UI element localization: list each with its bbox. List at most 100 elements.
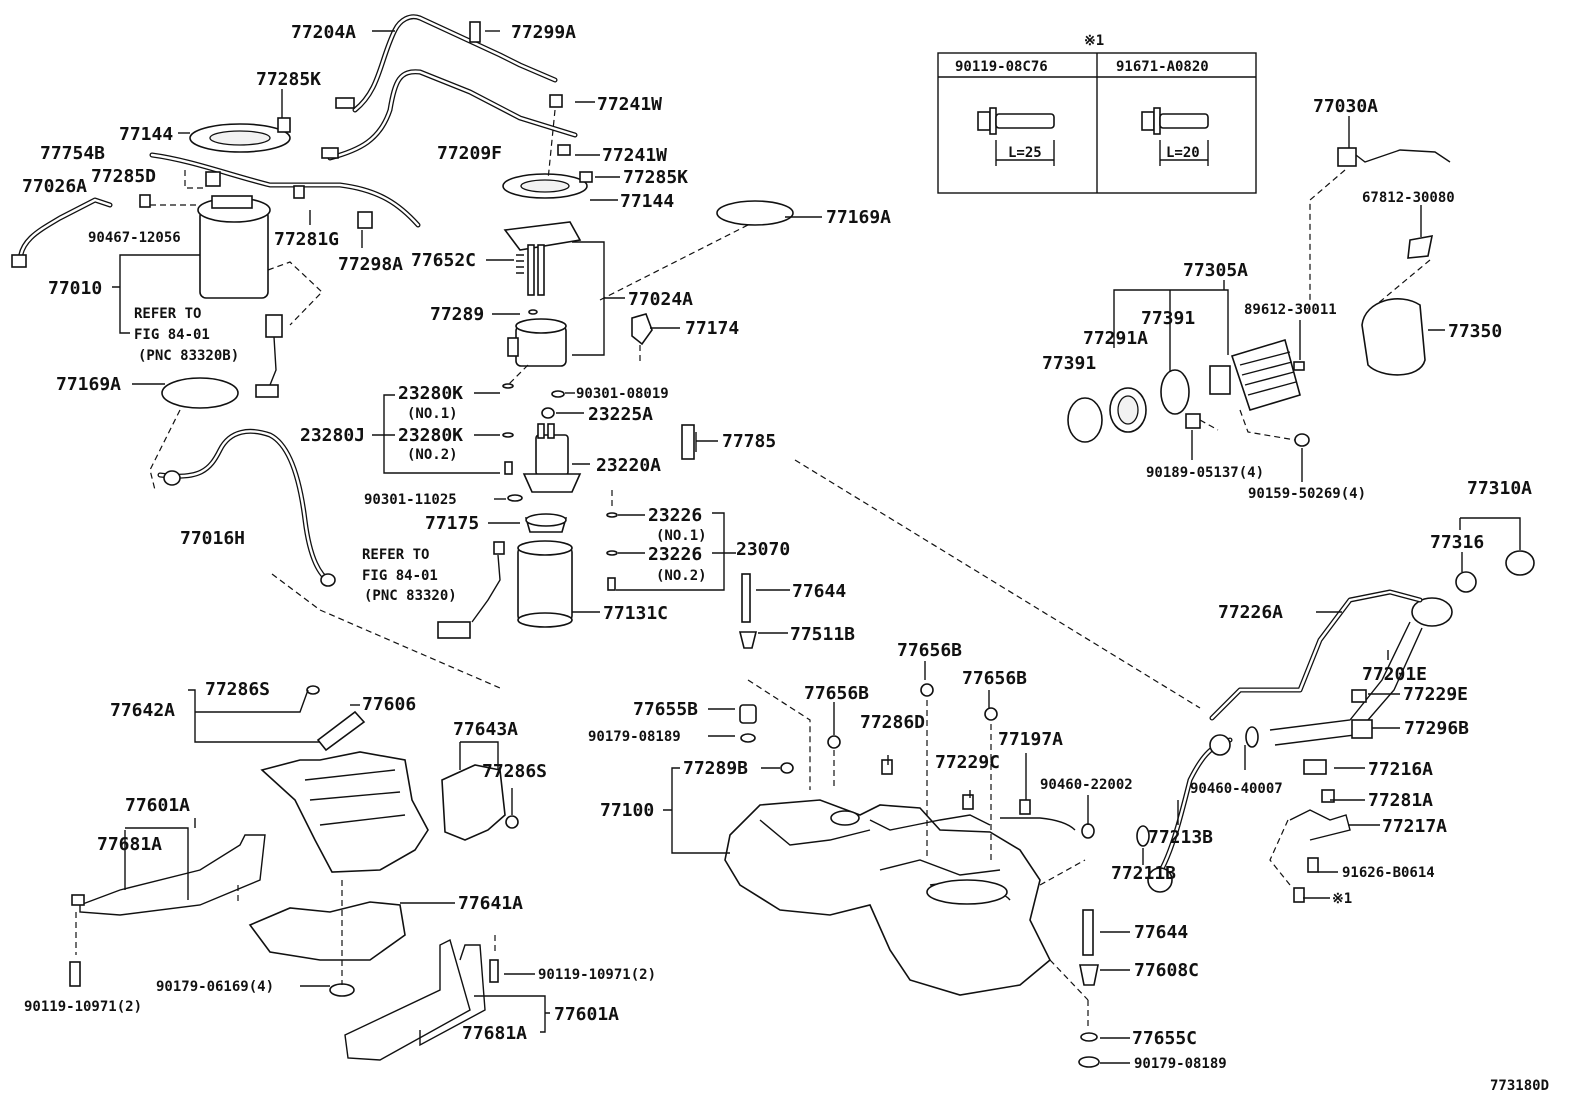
label-77511b: 77511B (790, 624, 855, 645)
label-77209f: 77209F (437, 143, 502, 164)
label-77174: 77174 (685, 318, 739, 339)
no1-note-b: (NO.1) (656, 528, 707, 544)
note-table-header-1: 90119-08C76 (955, 59, 1048, 75)
label-23280j: 23280J (300, 425, 365, 446)
label-77316: 77316 (1430, 532, 1484, 553)
label-77652c: 77652C (411, 250, 476, 271)
label-77030a: 77030A (1313, 96, 1378, 117)
label-23226-2: 23226 (648, 544, 702, 565)
refer-note-1-line-1: REFER TO (134, 306, 201, 322)
label-23220a: 23220A (596, 455, 661, 476)
label-77241w-1: 77241W (597, 94, 662, 115)
part-labels: 77204A 77299A 77285K 77241W 77144 77754B… (22, 22, 1549, 1094)
label-77026a: 77026A (22, 176, 87, 197)
label-77285d: 77285D (91, 166, 156, 187)
label-90119-10971-1: 90119-10971(2) (24, 999, 142, 1015)
label-77229e: 77229E (1403, 684, 1468, 705)
label-77655c: 77655C (1132, 1028, 1197, 1049)
label-77289b: 77289B (683, 758, 748, 779)
label-77608c: 77608C (1134, 960, 1199, 981)
gasket-77169a-right (716, 200, 794, 226)
label-77641a: 77641A (458, 893, 523, 914)
label-23280k-2: 23280K (398, 425, 463, 446)
label-23225a: 23225A (588, 404, 653, 425)
label-77299a: 77299A (511, 22, 576, 43)
label-77241w-2: 77241W (602, 145, 667, 166)
label-77281a: 77281A (1368, 790, 1433, 811)
label-77298a: 77298A (338, 254, 403, 275)
label-23280k-1: 23280K (398, 383, 463, 404)
label-77286s-2: 77286S (482, 761, 547, 782)
no1-note-a: (NO.1) (407, 406, 458, 422)
label-77785: 77785 (722, 431, 776, 452)
fuel-pump-assembly (271, 94, 758, 689)
label-90189-05137: 90189-05137(4) (1146, 465, 1264, 481)
label-77131c: 77131C (603, 603, 668, 624)
refer-note-1-line-2: FIG 84-01 (134, 327, 210, 343)
label-77644-1: 77644 (792, 581, 846, 602)
label-77606: 77606 (362, 694, 416, 715)
stud-bolt-20-icon (1141, 107, 1209, 166)
refer-note-2-line-2: FIG 84-01 (362, 568, 438, 584)
label-77291a: 77291A (1083, 328, 1148, 349)
label-77229c: 77229C (935, 752, 1000, 773)
label-77144-1: 77144 (119, 124, 173, 145)
label-77391-2: 77391 (1042, 353, 1096, 374)
gasket-77169a-left (161, 377, 239, 409)
label-77010: 77010 (48, 278, 102, 299)
figure-code: 773180D (1490, 1078, 1549, 1094)
no2-note-b: (NO.2) (656, 568, 707, 584)
fuel-lid-assembly (1067, 147, 1451, 447)
label-77286d: 77286D (860, 712, 925, 733)
label-23226-1: 23226 (648, 505, 702, 526)
fuel-lines-upper (11, 14, 578, 268)
label-77285k-2: 77285K (623, 167, 688, 188)
label-90460-22002: 90460-22002 (1040, 777, 1133, 793)
label-90179-06169: 90179-06169(4) (156, 979, 274, 995)
label-77175: 77175 (425, 513, 479, 534)
label-77226a: 77226A (1218, 602, 1283, 623)
label-77754b: 77754B (40, 143, 105, 164)
label-77213b: 77213B (1148, 827, 1213, 848)
note-table: ※1 90119-08C76 91671-A0820 L=25 L=20 (937, 33, 1257, 194)
label-77681a-1: 77681A (97, 834, 162, 855)
label-77211b: 77211B (1111, 863, 1176, 884)
fuel-tank (724, 679, 1100, 1068)
label-77305a: 77305A (1183, 260, 1248, 281)
label-90179-08189-1: 90179-08189 (588, 729, 681, 745)
label-77642a: 77642A (110, 700, 175, 721)
label-77391-1: 77391 (1141, 308, 1195, 329)
label-77216a: 77216A (1368, 759, 1433, 780)
label-77169a-2: 77169A (56, 374, 121, 395)
label-77016h: 77016H (180, 528, 245, 549)
label-77656b-1: 77656B (897, 640, 962, 661)
label-77310a: 77310A (1467, 478, 1532, 499)
note-table-header-2: 91671-A0820 (1116, 59, 1209, 75)
label-77286s-1: 77286S (205, 679, 270, 700)
fuel-hose-77016h (157, 428, 336, 587)
label-77681a-2: 77681A (462, 1023, 527, 1044)
label-77656b-2: 77656B (962, 668, 1027, 689)
fuel-sender-gauge (139, 117, 373, 398)
label-77289: 77289 (430, 304, 484, 325)
label-77100: 77100 (600, 800, 654, 821)
label-67812-30080: 67812-30080 (1362, 190, 1455, 206)
label-77656b-3: 77656B (804, 683, 869, 704)
label-89612-30011: 89612-30011 (1244, 302, 1337, 318)
label-91626-b0614: 91626-B0614 (1342, 865, 1435, 881)
no2-note-a: (NO.2) (407, 447, 458, 463)
label-77217a: 77217A (1382, 816, 1447, 837)
label-90159-50269: 90159-50269(4) (1248, 486, 1366, 502)
tank-protectors (69, 685, 519, 1061)
label-77201e: 77201E (1362, 664, 1427, 685)
label-77643a: 77643A (453, 719, 518, 740)
refer-note-2-line-1: REFER TO (362, 547, 429, 563)
refer-note-1-line-3: (PNC 83320B) (138, 348, 239, 364)
fuel-inlet-pipe (794, 459, 1535, 903)
label-90301-08019: 90301-08019 (576, 386, 669, 402)
label-77144-2: 77144 (620, 191, 674, 212)
label-90179-08189-2: 90179-08189 (1134, 1056, 1227, 1072)
label-77285k-1: 77285K (256, 69, 321, 90)
